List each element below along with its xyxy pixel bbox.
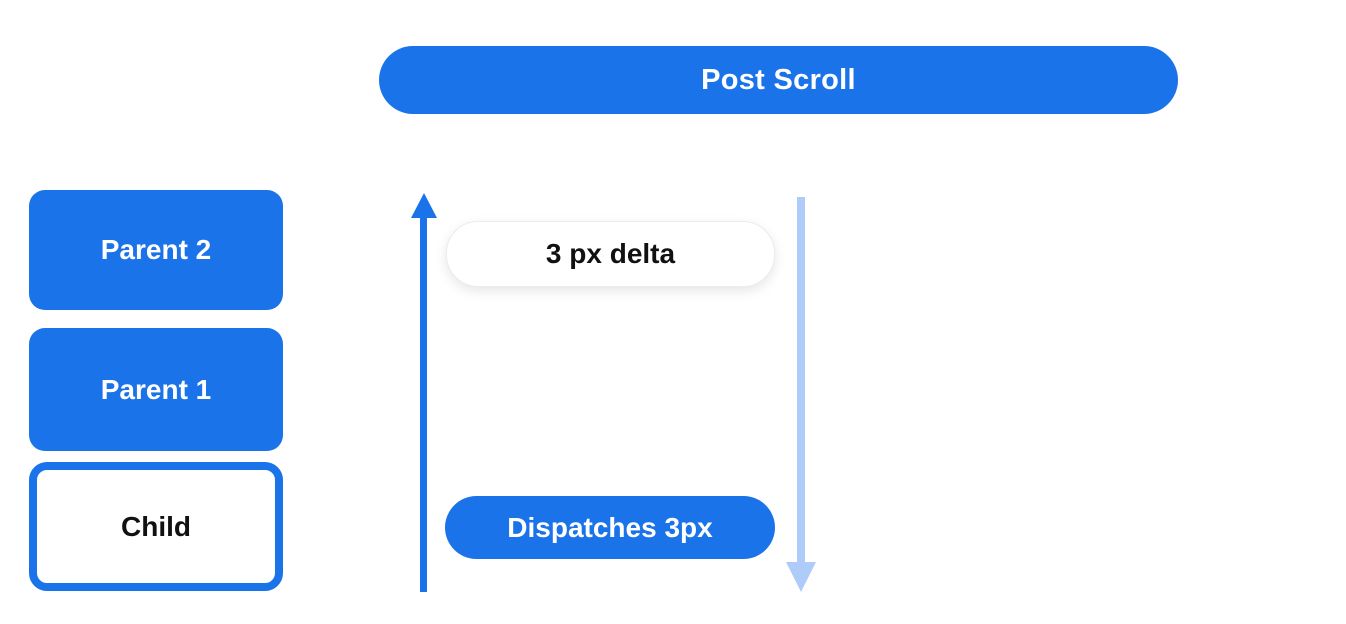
scroll-down-arrow-shaft [797,197,805,563]
dispatch-pill: Dispatches 3px [445,496,775,559]
child-label: Child [121,510,191,542]
parent-1-box: Parent 1 [29,328,283,451]
delta-pill: 3 px delta [446,221,775,287]
dispatch-label: Dispatches 3px [507,511,713,543]
post-scroll-label: Post Scroll [701,63,856,96]
scroll-up-arrow-shaft [420,214,427,592]
parent-2-box: Parent 2 [29,190,283,310]
parent-2-label: Parent 2 [100,234,212,265]
post-scroll-header-pill: Post Scroll [379,46,1178,114]
scroll-down-arrow-head [786,562,816,592]
child-box: Child [29,462,283,591]
delta-label: 3 px delta [545,238,676,269]
parent-1-label: Parent 1 [100,373,212,405]
scroll-up-arrow-head [411,193,437,218]
